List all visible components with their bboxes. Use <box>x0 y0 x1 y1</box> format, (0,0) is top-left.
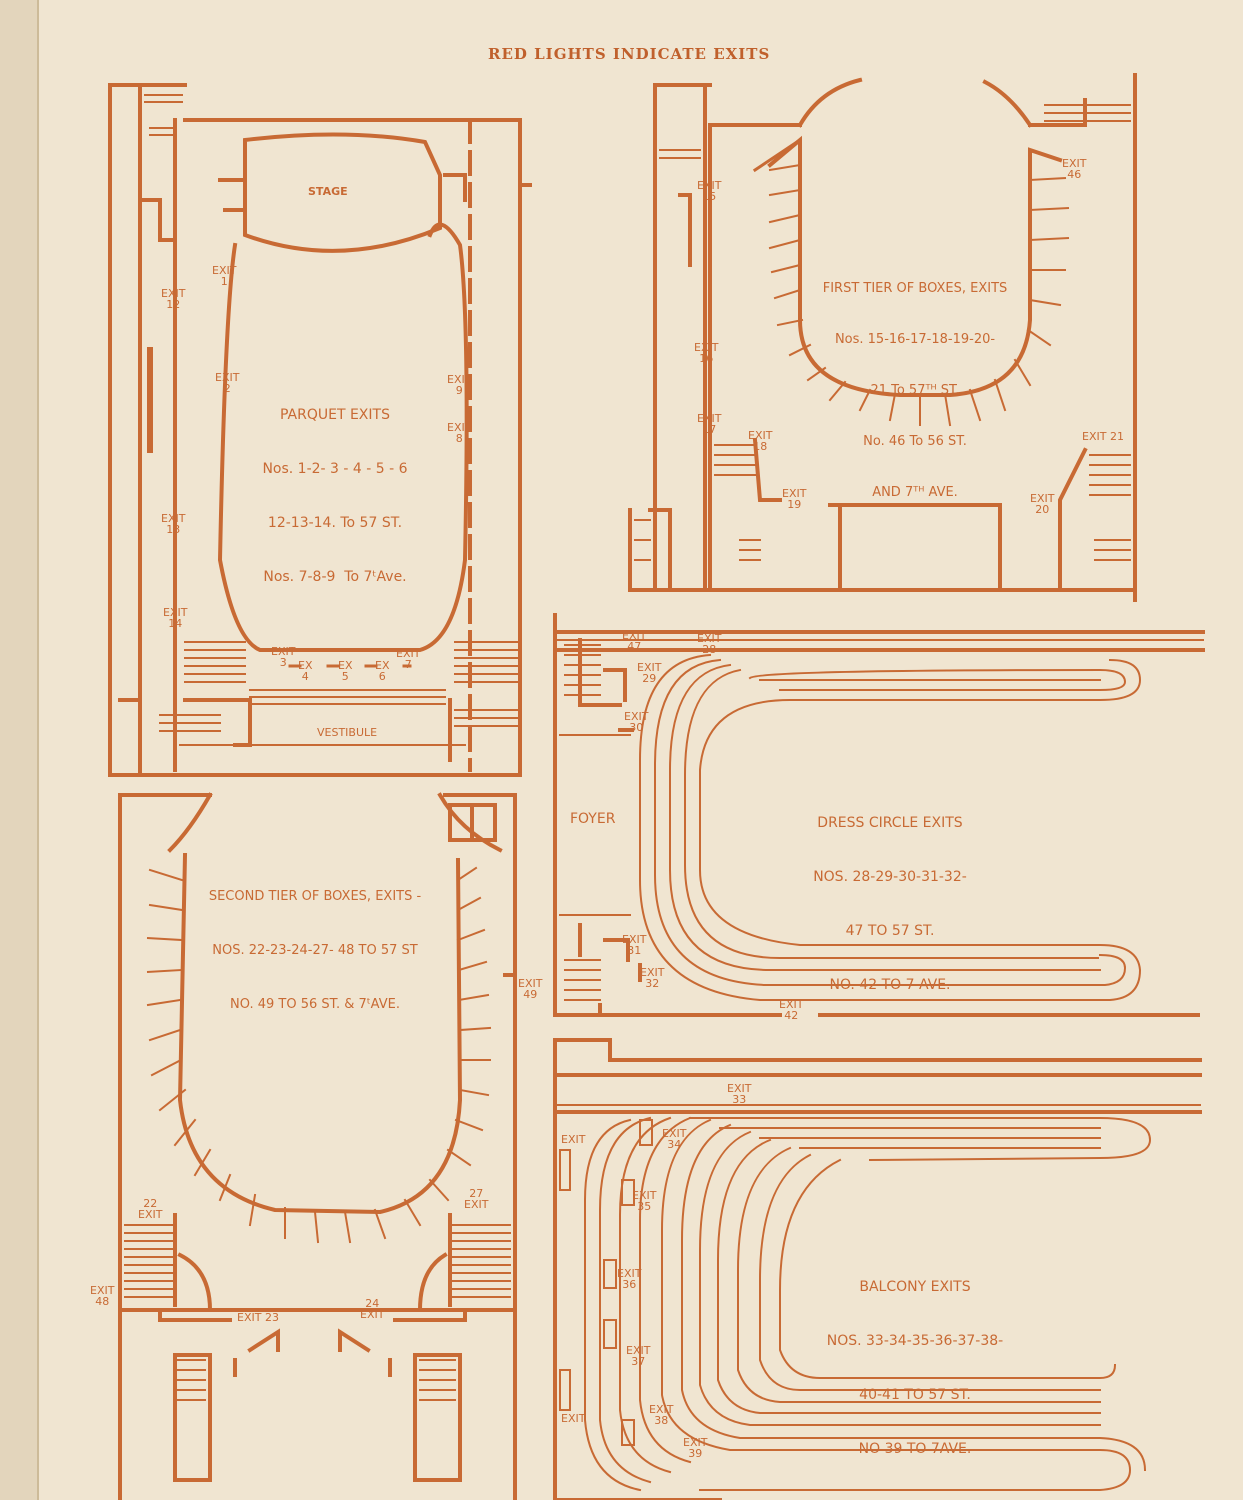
exit-17-label: EXIT 17 <box>697 412 722 436</box>
exit-7-label: EXIT 7 <box>396 647 421 671</box>
second-tier-caption-title: SECOND TIER OF BOXES, EXITS - <box>208 889 422 904</box>
exit-8-label: EXIT 8 <box>447 421 472 445</box>
dress-circle-caption-line-3: NO. 42 TO 7 AVE. <box>829 977 951 993</box>
first-tier-caption-line-4: AND 7ᵀᴴ AVE. <box>872 485 958 500</box>
exit-5-label: EX 5 <box>338 659 353 683</box>
second-tier-box-partitions <box>124 866 511 1401</box>
dress-circle-caption-line-1: NOS. 28-29-30-31-32- <box>813 869 967 885</box>
vestibule-label: VESTIBULE <box>317 726 378 739</box>
exit-19-label: EXIT 19 <box>782 487 807 511</box>
balcony-caption-title: BALCONY EXITS <box>859 1279 971 1295</box>
second-tier-horseshoe <box>177 852 463 1215</box>
exit-4-label: EX 4 <box>298 659 313 683</box>
exit-38-label: EXIT 38 <box>649 1403 674 1427</box>
exit-16-label: EXIT 16 <box>694 341 719 365</box>
balcony-caption-line-3: NO 39 TO 7AVE. <box>858 1441 972 1457</box>
parquet-plan <box>108 83 532 777</box>
parquet-front-stairs <box>144 94 519 732</box>
parquet-caption: PARQUET EXITS Nos. 1-2- 3 - 4 - 5 - 6 12… <box>230 370 440 622</box>
exit-24-label: 24 EXIT <box>360 1297 385 1321</box>
first-tier-caption-line-3: No. 46 To 56 ST. <box>863 434 967 449</box>
exit-13-label: EXIT 13 <box>161 512 186 536</box>
second-tier-caption: SECOND TIER OF BOXES, EXITS - NOS. 22-23… <box>180 852 450 1050</box>
exit-1-label: EXIT 1 <box>212 264 237 288</box>
first-tier-caption-line-1: Nos. 15-16-17-18-19-20- <box>834 332 996 347</box>
balcony-caption: BALCONY EXITS NOS. 33-34-35-36-37-38- 40… <box>800 1242 1030 1494</box>
exit-22-label: 22 EXIT <box>138 1197 163 1221</box>
exit-15-label: EXIT 15 <box>697 179 722 203</box>
exit-3-label: EXIT 3 <box>271 645 296 669</box>
exit-18-label: EXIT 18 <box>748 429 773 453</box>
exit-34-label: EXIT 34 <box>662 1127 687 1151</box>
exit-36-label: EXIT 36 <box>617 1267 642 1291</box>
exit-39-label: EXIT 39 <box>683 1436 708 1460</box>
exit-lower-left-label: EXIT <box>561 1412 586 1425</box>
exit-29-label: EXIT 29 <box>637 661 662 685</box>
balcony-caption-line-1: NOS. 33-34-35-36-37-38- <box>826 1333 1004 1349</box>
balcony-rows <box>584 1116 1152 1492</box>
exit-32-label: EXIT 32 <box>640 966 665 990</box>
balcony-caption-line-2: 40-41 TO 57 ST. <box>859 1387 971 1403</box>
page-fold-shadow <box>0 0 38 1500</box>
exit-33-label: EXIT 33 <box>727 1082 752 1106</box>
exit-6-label: EX 6 <box>375 659 390 683</box>
exit-27-label: 27 EXIT <box>464 1187 489 1211</box>
exit-48-label: EXIT 48 <box>90 1284 115 1308</box>
dress-circle-outer-wall <box>553 613 782 1017</box>
first-tier-caption-line-2: 21 To 57ᵀᴴ ST. <box>870 383 960 398</box>
stage-outline <box>243 132 442 253</box>
second-tier-caption-line-1: NOS. 22-23-24-27- 48 TO 57 ST <box>212 943 418 958</box>
exit-2-label: EXIT 2 <box>215 371 240 395</box>
exit-47-label: EXIT 47 <box>622 629 647 653</box>
second-tier-caption-line-2: NO. 49 TO 56 ST. & 7ᵗAVE. <box>230 997 400 1012</box>
first-tier-caption: FIRST TIER OF BOXES, EXITS Nos. 15-16-17… <box>810 246 1020 535</box>
exit-12-label: EXIT 12 <box>161 287 186 311</box>
exit-28-label: EXIT 28 <box>697 632 722 656</box>
second-tier-outer-wall <box>118 793 212 1500</box>
exit-upper-left-label: EXIT <box>561 1133 586 1146</box>
first-tier-caption-title: FIRST TIER OF BOXES, EXITS <box>822 281 1008 296</box>
parquet-caption-line-1: Nos. 1-2- 3 - 4 - 5 - 6 <box>262 461 408 477</box>
parquet-seating-outline <box>217 222 469 652</box>
dress-circle-caption-line-2: 47 TO 57 ST. <box>845 923 935 939</box>
dress-circle-caption: DRESS CIRCLE EXITS NOS. 28-29-30-31-32- … <box>780 778 1000 1030</box>
foyer-label: FOYER <box>570 811 616 827</box>
first-tier-plan <box>628 73 1137 602</box>
exit-14-label: EXIT 14 <box>163 606 188 630</box>
parquet-caption-title: PARQUET EXITS <box>280 407 390 423</box>
exit-46-label: EXIT 46 <box>1062 157 1087 181</box>
exit-9-label: EXIT 9 <box>447 373 472 397</box>
parquet-caption-line-2: 12-13-14. To 57 ST. <box>267 515 403 531</box>
parquet-outer-wall <box>108 83 187 777</box>
exit-30-label: EXIT 30 <box>624 710 649 734</box>
exit-21-label: EXIT 21 <box>1082 430 1124 443</box>
exit-42-label: EXIT 42 <box>779 998 804 1022</box>
stage-label: STAGE <box>308 185 348 198</box>
page-title: RED LIGHTS INDICATE EXITS <box>488 45 771 63</box>
parquet-caption-line-3: Nos. 7-8-9 To 7ᵗAve. <box>263 569 407 585</box>
exit-49-label: EXIT 49 <box>518 977 543 1001</box>
exit-31-label: EXIT 31 <box>622 933 647 957</box>
dress-circle-caption-title: DRESS CIRCLE EXITS <box>817 815 963 831</box>
balcony-plan <box>553 1038 1202 1500</box>
exit-37-label: EXIT 37 <box>626 1344 651 1368</box>
exit-35-label: EXIT 35 <box>632 1189 657 1213</box>
first-tier-box-partitions <box>768 163 1070 427</box>
exit-20-label: EXIT 20 <box>1030 492 1055 516</box>
second-tier-plan <box>118 792 517 1500</box>
dress-circle-plan <box>553 613 1205 1017</box>
first-tier-outer-wall <box>653 83 712 592</box>
exit-23-label: EXIT 23 <box>237 1311 279 1324</box>
dress-circle-rows <box>639 653 1142 1001</box>
